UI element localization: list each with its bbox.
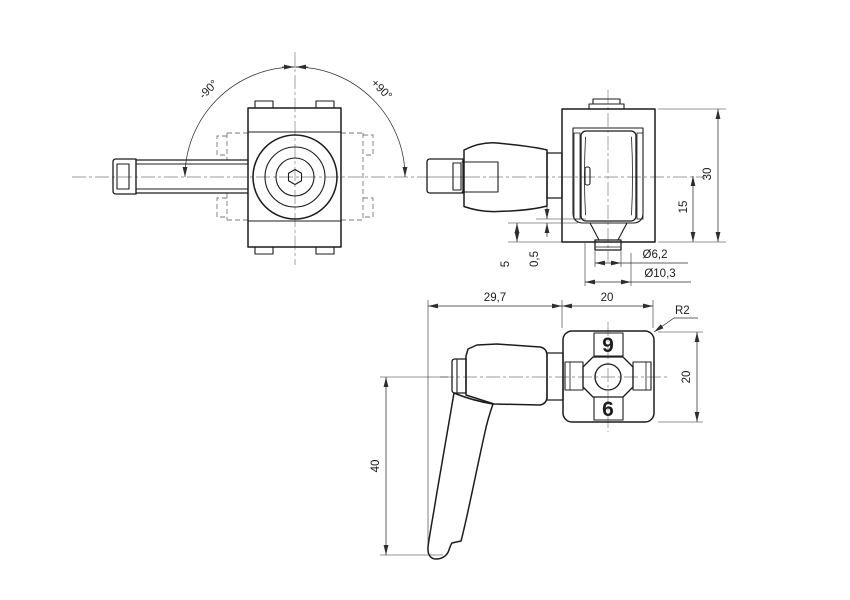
hub-outer-circle [252,134,338,220]
hub-inner-circle [275,157,315,197]
side-tab-base [588,103,625,110]
dim-29-7: 29,7 [484,292,506,304]
dim-20-right: 20 [681,371,693,384]
block-marking-9: 9 [602,334,614,357]
clamp-block [562,330,655,423]
bottom-view: 29,7 20 R2 20 40 9 6 [370,292,703,560]
lever-grip-base [461,161,499,193]
hub-middle-circle [264,146,326,208]
hidden-block-outline [216,132,374,221]
jaw-strip-right [636,132,644,220]
dim-30: 30 [702,168,714,181]
lever-arm [427,392,494,560]
height-extension-lines [658,108,726,243]
rotation-arc [182,66,408,178]
clamp-stud [594,239,622,251]
front-lever-handle [112,158,249,195]
dim-5: 5 [500,261,512,267]
handle-end-cap-inset [116,163,130,190]
front-body [247,107,342,248]
lever-end-cap-inset [452,162,462,191]
dim-r2: R2 [675,305,690,317]
length-extension-lines [380,376,448,556]
dim-15: 15 [678,201,690,214]
dim-dia-10-3: Ø10,3 [644,268,675,280]
hex-socket [287,168,303,186]
dim-0-5: 0,5 [529,251,541,267]
dim-40: 40 [370,460,382,473]
clamp-jaw [580,130,637,222]
block-slot-right [632,361,652,391]
handle-end-cap [112,158,137,195]
dim-20-top: 20 [601,292,614,304]
block-slot-left [564,361,584,391]
side-view: 30 15 5 0,5 Ø6,2 Ø10,3 [420,90,726,286]
bottom-lever [427,343,564,560]
block-marking-6: 6 [602,398,614,421]
jaw-detent [584,166,591,186]
dim-dia-6-2: Ø6,2 [643,249,668,261]
marking-frame-top [593,332,624,357]
bore-dia-extension-lines [584,243,632,286]
front-mounting-tabs [254,100,335,255]
funnel-chamfer-lines [591,225,626,239]
lever-end-cap [426,158,464,194]
lever-hub-cap [451,358,467,394]
block-center-hole [594,363,622,391]
r2-leader [653,317,698,333]
